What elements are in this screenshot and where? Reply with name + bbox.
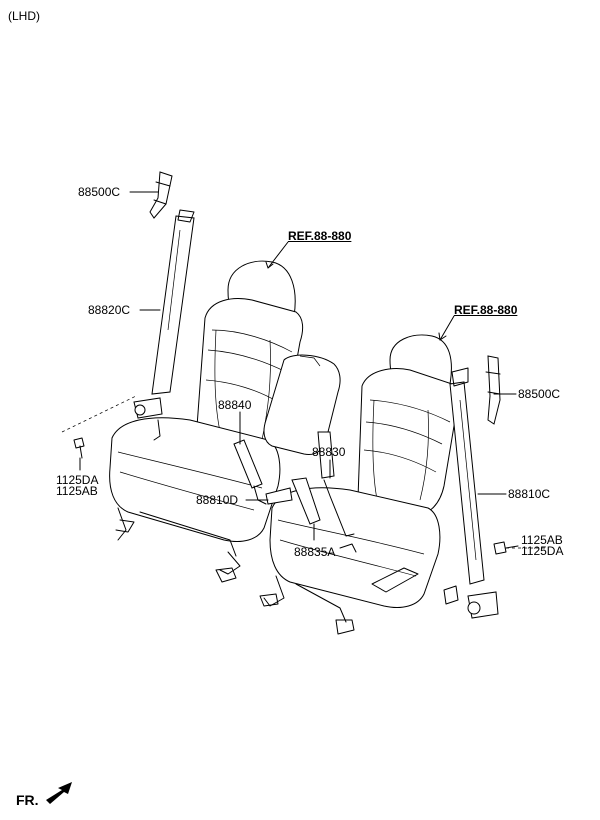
right-belt-88810c xyxy=(443,355,507,619)
center-seat-back xyxy=(263,354,341,455)
variant-label: (LHD) xyxy=(8,9,40,23)
bolt-right-line-1: 1125AB xyxy=(521,533,563,547)
bolt-right-line-2: 1125DA xyxy=(521,544,564,558)
bolt-left-line-1: 1125DA xyxy=(56,473,99,487)
bolt-label-left: 1125DA 1125AB xyxy=(56,473,99,498)
front-arrow-icon xyxy=(46,782,72,804)
leader-lines xyxy=(61,191,548,549)
part-88830: 88830 xyxy=(312,445,346,459)
ref-label-left: REF.88-880 xyxy=(288,229,352,243)
part-88835a: 88835A xyxy=(294,545,336,559)
part-88840: 88840 xyxy=(218,398,252,412)
bolt-left-line-2: 1125AB xyxy=(56,484,98,498)
ref-label-right: REF.88-880 xyxy=(454,303,518,317)
part-88500c-right: 88500C xyxy=(518,387,561,401)
part-88500c-left: 88500C xyxy=(78,185,121,199)
part-88810c: 88810C xyxy=(508,487,551,501)
left-belt-88820c xyxy=(73,171,195,459)
bolt-label-right: 1125AB 1125DA xyxy=(521,533,564,558)
part-88810d: 88810D xyxy=(196,493,239,507)
direction-label: FR. xyxy=(16,792,39,808)
part-88820c: 88820C xyxy=(88,303,131,317)
